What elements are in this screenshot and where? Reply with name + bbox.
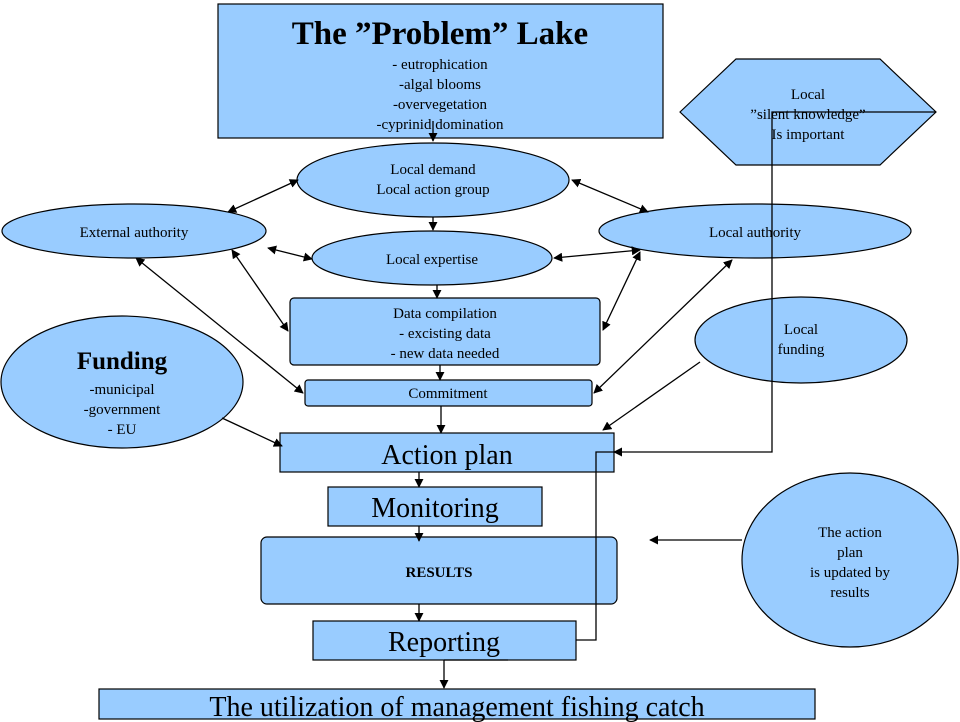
local-knowledge-line: Is important bbox=[772, 127, 846, 143]
arrow-localfunding-action bbox=[602, 361, 701, 431]
action-plan-updated-line: plan bbox=[837, 545, 863, 561]
funding-ellipse: Funding -municipal -government - EU bbox=[0, 315, 244, 449]
arrow-knowledge-action bbox=[613, 111, 936, 457]
reporting-label: Reporting bbox=[388, 627, 500, 658]
funding-line: -government bbox=[84, 402, 161, 418]
funding-line: - EU bbox=[108, 422, 137, 438]
arrow-authority-data bbox=[602, 251, 641, 331]
arrow-funding-action bbox=[221, 417, 283, 447]
action-plan-box: Action plan bbox=[279, 432, 615, 473]
data-compilation-line: - new data needed bbox=[391, 346, 500, 362]
problem-lake-box: The ”Problem” Lake - eutrophication -alg… bbox=[217, 3, 664, 139]
action-plan-updated-line: results bbox=[830, 585, 869, 601]
arrow-demand-external bbox=[227, 179, 299, 213]
local-knowledge-line: Local bbox=[791, 87, 825, 103]
funding-line: -municipal bbox=[90, 382, 155, 398]
local-expertise-ellipse: Local expertise bbox=[311, 230, 553, 286]
commitment-label: Commitment bbox=[408, 386, 488, 402]
local-demand-ellipse: Local demand Local action group bbox=[296, 142, 570, 218]
external-authority-ellipse: External authority bbox=[1, 203, 267, 259]
arrow-authority-commitment bbox=[593, 259, 733, 394]
funding-title: Funding bbox=[77, 348, 168, 375]
utilization-label: The utilization of management fishing ca… bbox=[209, 692, 704, 722]
problem-lake-line: -overvegetation bbox=[393, 97, 488, 113]
local-funding-ellipse: Local funding bbox=[694, 296, 908, 384]
external-authority-label: External authority bbox=[80, 225, 189, 241]
monitoring-label: Monitoring bbox=[371, 493, 499, 524]
problem-lake-line: -algal blooms bbox=[399, 77, 481, 93]
results-box: RESULTS bbox=[260, 536, 618, 605]
local-demand-line: Local demand bbox=[390, 162, 476, 178]
local-demand-line: Local action group bbox=[376, 182, 489, 198]
local-funding-line: Local bbox=[784, 322, 818, 338]
action-plan-updated-line: is updated by bbox=[810, 565, 890, 581]
action-plan-updated-line: The action bbox=[818, 525, 882, 541]
connectors bbox=[135, 111, 936, 689]
utilization-box: The utilization of management fishing ca… bbox=[98, 688, 816, 722]
arrow-external-commitment bbox=[135, 257, 304, 394]
arrow-demand-authority bbox=[571, 178, 649, 214]
local-authority-label: Local authority bbox=[709, 225, 802, 241]
reporting-box: Reporting bbox=[312, 620, 577, 661]
local-knowledge-line: ”silent knowledge” bbox=[750, 107, 865, 123]
data-compilation-line: Data compilation bbox=[393, 306, 497, 322]
data-compilation-line: - excisting data bbox=[399, 326, 491, 342]
arrow-expertise-authority bbox=[553, 246, 641, 262]
action-plan-label: Action plan bbox=[381, 440, 512, 471]
local-authority-ellipse: Local authority bbox=[598, 203, 912, 259]
arrow-external-data bbox=[231, 249, 289, 332]
problem-lake-line: - eutrophication bbox=[392, 57, 488, 73]
action-plan-updated-ellipse: The action plan is updated by results bbox=[741, 472, 959, 648]
results-label: RESULTS bbox=[406, 565, 473, 581]
local-funding-line: funding bbox=[778, 342, 825, 358]
local-expertise-label: Local expertise bbox=[386, 252, 478, 268]
problem-lake-line: -cyprinid domination bbox=[376, 117, 504, 133]
feedback-reporting-action bbox=[576, 451, 614, 641]
problem-lake-title: The ”Problem” Lake bbox=[292, 16, 588, 52]
data-compilation-box: Data compilation - excisting data - new … bbox=[289, 297, 601, 366]
arrow-external-expertise bbox=[267, 245, 313, 262]
commitment-box: Commitment bbox=[304, 379, 593, 407]
monitoring-box: Monitoring bbox=[327, 486, 543, 527]
